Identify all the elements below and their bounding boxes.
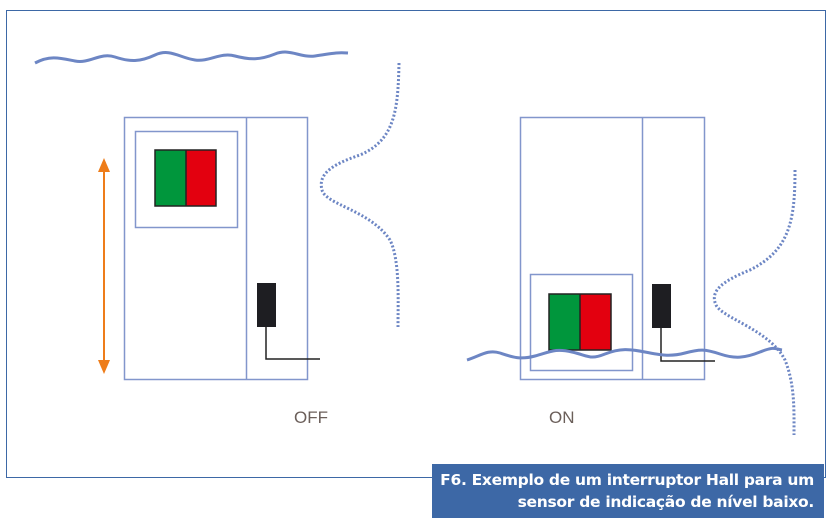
- state-label-on: ON: [549, 408, 575, 427]
- figure-caption: F6. Exemplo de um interruptor Hall para …: [432, 464, 824, 518]
- caption-line-2: sensor de indicação de nível baixo.: [517, 493, 815, 511]
- state-label-off: OFF: [294, 408, 328, 427]
- caption-line-1: F6. Exemplo de um interruptor Hall para …: [440, 471, 814, 489]
- magnet-north-off: [155, 150, 186, 206]
- travel-arrow: [98, 158, 110, 374]
- magnet-south-on: [580, 294, 611, 350]
- water-surface-low: [466, 346, 783, 362]
- housing-off: [123, 116, 309, 381]
- magnet-north-on: [549, 294, 580, 350]
- tank-wall-right: [713, 169, 797, 436]
- figure-frame: [6, 10, 826, 478]
- magnet-south-off: [186, 150, 216, 206]
- float-on: [529, 273, 634, 372]
- tank-wall-left: [319, 62, 401, 328]
- housing-on: [519, 116, 706, 381]
- sensor-wire-off: [265, 327, 320, 360]
- sensor-wire-on: [660, 328, 715, 362]
- water-surface-high: [34, 50, 349, 65]
- float-off: [134, 130, 239, 229]
- hall-sensor-off: [257, 283, 276, 327]
- hall-sensor-on: [652, 284, 671, 328]
